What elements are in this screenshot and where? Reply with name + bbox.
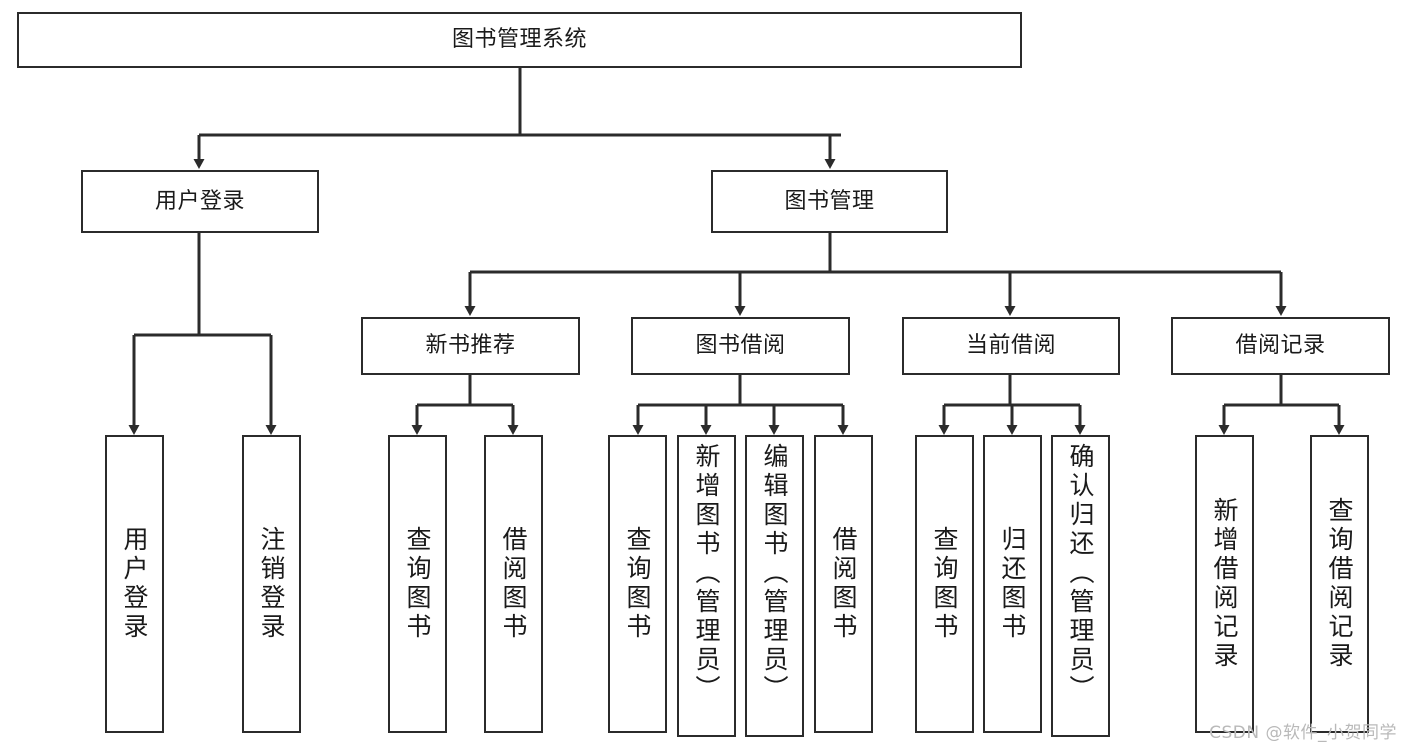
node-user-login[interactable]: 用户登录 — [81, 170, 319, 233]
node-root[interactable]: 图书管理系统 — [17, 12, 1022, 68]
node-book-manage-label: 图书管理 — [784, 188, 875, 214]
node-leaf-query-book-3[interactable]: 查询图书 — [915, 435, 974, 733]
node-leaf-borrow-book-2-label: 借阅图书 — [829, 526, 858, 642]
node-leaf-return-book[interactable]: 归还图书 — [983, 435, 1042, 733]
node-leaf-add-record[interactable]: 新增借阅记录 — [1195, 435, 1254, 733]
node-leaf-logout-login-label: 注销登录 — [257, 526, 286, 642]
node-leaf-query-book-1-label: 查询图书 — [403, 526, 432, 642]
node-borrow-record-label: 借阅记录 — [1235, 333, 1326, 359]
node-leaf-confirm-return[interactable]: 确认归还（管理员） — [1051, 435, 1110, 737]
node-leaf-edit-book-label: 编辑图书（管理员） — [760, 443, 789, 704]
node-new-book-rec-label: 新书推荐 — [425, 333, 516, 359]
node-leaf-borrow-book-1-label: 借阅图书 — [499, 526, 528, 642]
node-book-borrow-label: 图书借阅 — [695, 333, 786, 359]
node-new-book-rec[interactable]: 新书推荐 — [361, 317, 580, 375]
csdn-watermark: CSDN @软件_小贺同学 — [1209, 723, 1397, 743]
node-user-login-label: 用户登录 — [154, 188, 245, 214]
node-leaf-logout-login[interactable]: 注销登录 — [242, 435, 301, 733]
node-leaf-user-login-label: 用户登录 — [120, 526, 149, 642]
node-leaf-return-book-label: 归还图书 — [998, 526, 1027, 642]
node-book-borrow[interactable]: 图书借阅 — [631, 317, 850, 375]
node-leaf-query-book-2-label: 查询图书 — [623, 526, 652, 642]
node-leaf-user-login[interactable]: 用户登录 — [105, 435, 164, 733]
node-current-borrow[interactable]: 当前借阅 — [902, 317, 1120, 375]
node-leaf-add-book[interactable]: 新增图书（管理员） — [677, 435, 736, 737]
node-borrow-record[interactable]: 借阅记录 — [1171, 317, 1390, 375]
node-leaf-query-book-2[interactable]: 查询图书 — [608, 435, 667, 733]
node-leaf-query-book-3-label: 查询图书 — [930, 526, 959, 642]
node-leaf-confirm-return-label: 确认归还（管理员） — [1066, 443, 1095, 704]
node-leaf-query-record[interactable]: 查询借阅记录 — [1310, 435, 1369, 733]
node-leaf-query-record-label: 查询借阅记录 — [1325, 497, 1354, 671]
node-leaf-edit-book[interactable]: 编辑图书（管理员） — [745, 435, 804, 737]
node-leaf-borrow-book-1[interactable]: 借阅图书 — [484, 435, 543, 733]
node-current-borrow-label: 当前借阅 — [965, 333, 1056, 359]
node-leaf-add-record-label: 新增借阅记录 — [1210, 497, 1239, 671]
node-leaf-query-book-1[interactable]: 查询图书 — [388, 435, 447, 733]
node-leaf-add-book-label: 新增图书（管理员） — [692, 443, 721, 704]
node-leaf-borrow-book-2[interactable]: 借阅图书 — [814, 435, 873, 733]
node-book-manage[interactable]: 图书管理 — [711, 170, 948, 233]
node-root-label: 图书管理系统 — [451, 27, 587, 53]
